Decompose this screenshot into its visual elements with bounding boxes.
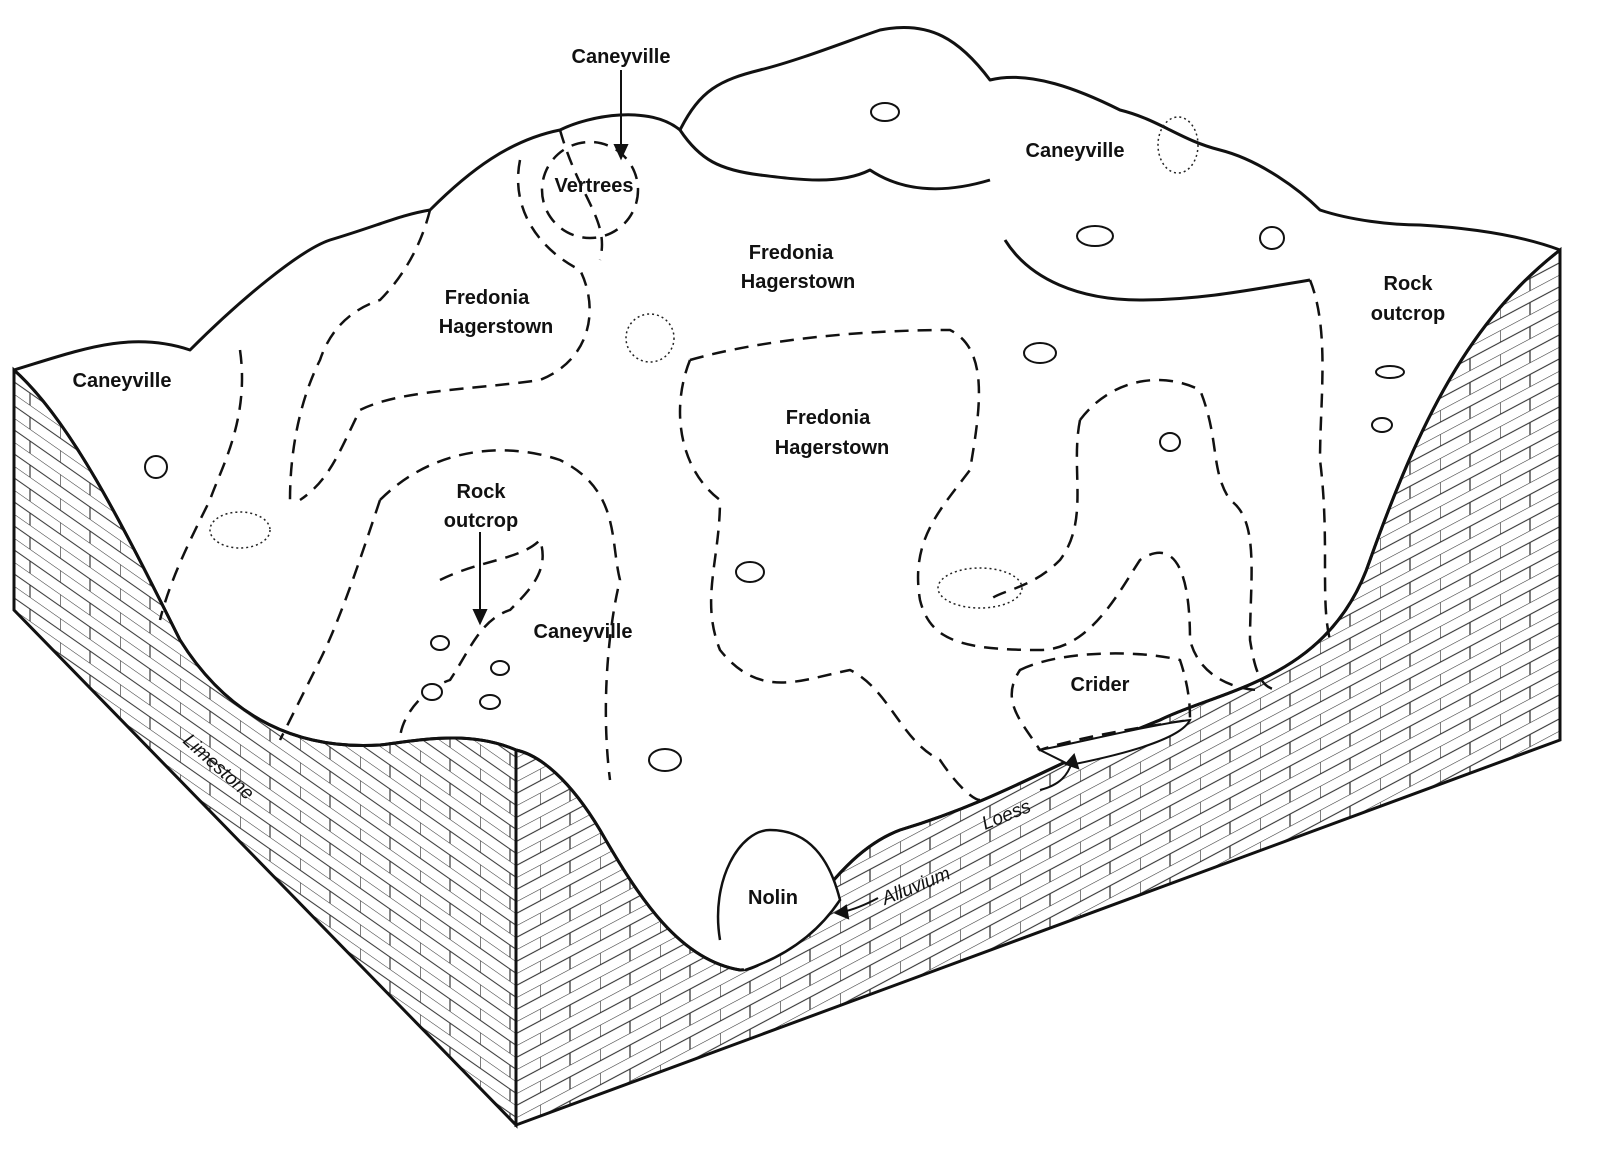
- label-caneyville-center: Caneyville: [534, 621, 633, 643]
- arrows: [472, 70, 1080, 920]
- hill-ridge: [678, 129, 991, 191]
- land-surface: [12, 25, 1562, 972]
- label-fredonia-upper-center-1: Fredonia: [749, 242, 834, 264]
- label-fredonia-upper-left-2: Hagerstown: [439, 316, 553, 338]
- label-crider: Crider: [1071, 674, 1130, 696]
- label-rock-outcrop-center-2: outcrop: [444, 510, 518, 532]
- limestone-right-face: [514, 246, 1562, 1128]
- label-caneyville-top: Caneyville: [572, 46, 671, 68]
- label-fredonia-center-2: Hagerstown: [775, 437, 889, 459]
- label-rock-outcrop-center-1: Rock: [457, 481, 507, 503]
- label-fredonia-center-1: Fredonia: [786, 407, 871, 429]
- sinkholes: [209, 116, 1199, 609]
- label-caneyville-upper-right: Caneyville: [1026, 140, 1125, 162]
- label-rock-outcrop-right-1: Rock: [1384, 273, 1434, 295]
- label-fredonia-upper-center-2: Hagerstown: [741, 271, 855, 293]
- label-rock-outcrop-right-2: outcrop: [1371, 303, 1445, 325]
- rock-fragments: [144, 102, 1405, 772]
- crider-loess: [1036, 718, 1192, 767]
- hill-ridge-right: [1003, 239, 1311, 302]
- label-nolin: Nolin: [748, 887, 798, 909]
- label-vertrees: Vertrees: [555, 175, 634, 197]
- nolin-valley: [716, 828, 842, 972]
- label-caneyville-left: Caneyville: [73, 370, 172, 392]
- soil-boundaries: [158, 129, 1332, 802]
- limestone-left-face: [12, 366, 518, 1129]
- label-fredonia-upper-left-1: Fredonia: [445, 287, 530, 309]
